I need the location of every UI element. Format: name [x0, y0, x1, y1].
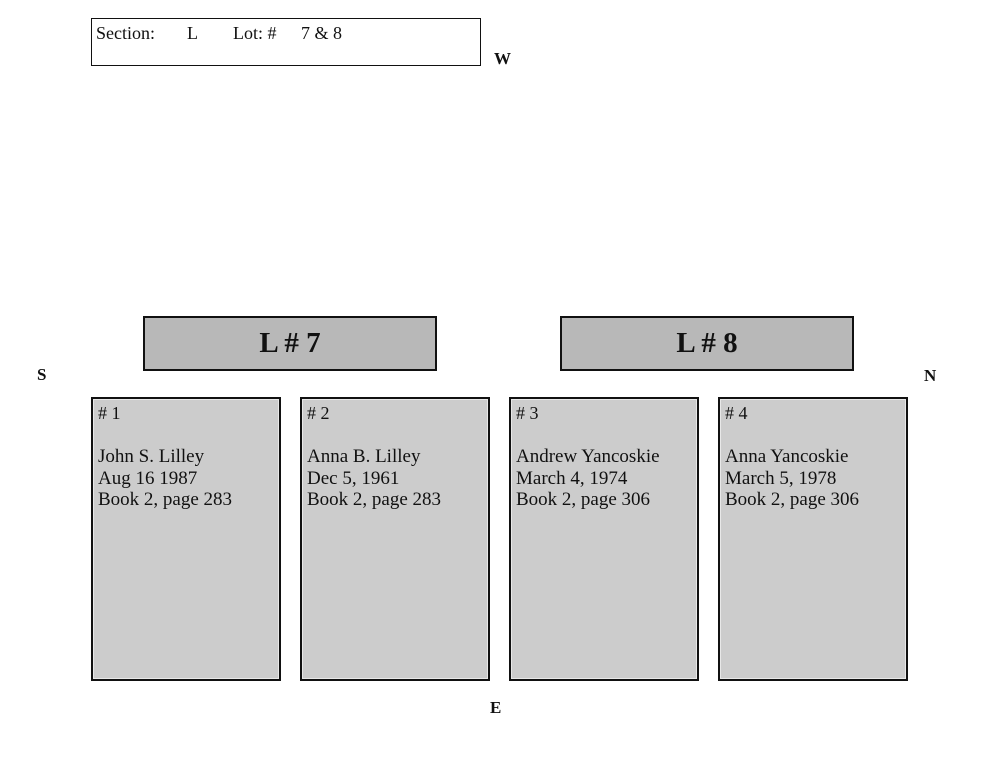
section-lot-header: Section: L Lot: # 7 & 8: [91, 18, 481, 66]
grave-name: Andrew Yancoskie: [516, 446, 660, 467]
compass-north: N: [924, 366, 937, 385]
header-line: Section: L Lot: # 7 & 8: [96, 23, 342, 149]
grave-date: March 5, 1978: [725, 467, 837, 489]
section-value: L: [187, 23, 198, 43]
grave-info: John S. Lilley Aug 16 1987 Book 2, page …: [98, 446, 232, 511]
grave-date: Dec 5, 1961: [307, 467, 400, 489]
grave-plot-3: # 3 Andrew Yancoskie March 4, 1974 Book …: [509, 397, 699, 681]
grave-name: John S. Lilley: [98, 446, 205, 467]
compass-east: E: [490, 698, 502, 717]
grave-plot-2: # 2 Anna B. Lilley Dec 5, 1961 Book 2, p…: [300, 397, 490, 681]
grave-number: # 3: [516, 403, 539, 423]
grave-info: Anna Yancoskie March 5, 1978 Book 2, pag…: [725, 446, 859, 511]
grave-name: Anna Yancoskie: [725, 446, 849, 467]
grave-number: # 1: [98, 403, 121, 423]
grave-plot-4: # 4 Anna Yancoskie March 5, 1978 Book 2,…: [718, 397, 908, 681]
lot-label: Lot: #: [233, 23, 277, 43]
compass-west: W: [494, 49, 511, 68]
grave-number: # 4: [725, 403, 748, 423]
lot-8-label: L # 8: [560, 316, 854, 371]
lot-value: 7 & 8: [301, 23, 343, 43]
compass-south: S: [37, 365, 47, 384]
grave-info: Andrew Yancoskie March 4, 1974 Book 2, p…: [516, 446, 660, 511]
grave-number: # 2: [307, 403, 330, 423]
grave-date: March 4, 1974: [516, 467, 628, 489]
grave-name: Anna B. Lilley: [307, 446, 421, 467]
grave-record: Book 2, page 283: [307, 489, 442, 510]
section-label: Section:: [96, 23, 155, 43]
grave-record: Book 2, page 306: [725, 489, 860, 510]
grave-record: Book 2, page 283: [98, 489, 233, 510]
grave-plot-1: # 1 John S. Lilley Aug 16 1987 Book 2, p…: [91, 397, 281, 681]
grave-info: Anna B. Lilley Dec 5, 1961 Book 2, page …: [307, 446, 441, 511]
grave-date: Aug 16 1987: [98, 467, 198, 489]
lot-7-label: L # 7: [143, 316, 437, 371]
grave-record: Book 2, page 306: [516, 489, 651, 510]
